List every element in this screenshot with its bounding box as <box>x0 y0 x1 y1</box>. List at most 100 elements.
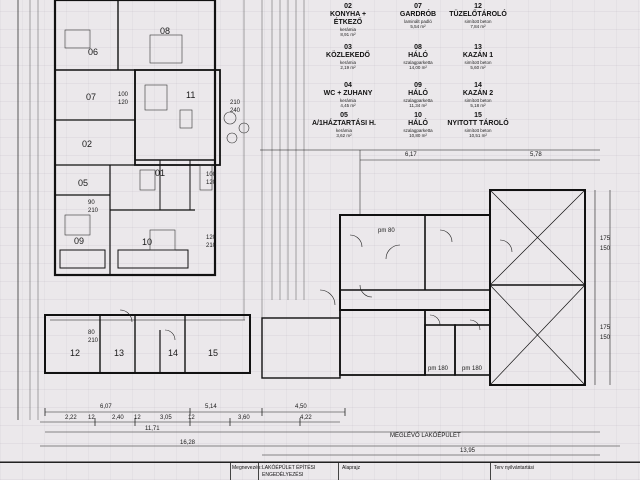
room-number: 05 <box>78 178 89 188</box>
legend-material: szalagparketta <box>403 128 433 133</box>
legend-entry: 04 WC + ZUHANY kerámia 4,45 m² <box>320 82 376 108</box>
legend-material: kerámia <box>339 98 356 103</box>
legend-number: 07 <box>414 3 422 10</box>
dimension-text: 2,22 <box>65 415 77 421</box>
title-block-label: Alaprajz <box>342 465 361 471</box>
room-number: 02 <box>82 139 93 149</box>
legend-name: NYITOTT TÁROLÓ <box>447 120 509 127</box>
legend-area: 2,19 m² <box>340 65 356 70</box>
room-number: 09 <box>74 236 85 246</box>
legend-entry: 10 HÁLÓ szalagparketta 10,80 m² <box>390 112 446 138</box>
legend-entry: 09 HÁLÓ szalagparketta 11,34 m² <box>390 82 446 108</box>
legend-name: HÁLÓ <box>408 52 428 59</box>
dimension-text: 4,50 <box>295 404 307 410</box>
legend-number: 05 <box>340 112 348 119</box>
dimension-text: 6,07 <box>100 404 112 410</box>
legend-number: 02 <box>344 3 352 10</box>
legend-material: simított beton <box>464 19 492 24</box>
title-block-label: Megnevezés: <box>232 465 262 471</box>
legend-number: 08 <box>414 44 422 51</box>
dimension-text: 90 <box>88 200 95 206</box>
dimension-text: 5,78 <box>530 152 542 158</box>
room-number: 15 <box>208 348 219 358</box>
room-number: 14 <box>168 348 179 358</box>
dimension-text: 150 <box>600 335 611 341</box>
dimension-text: 210 <box>88 338 99 344</box>
room-number: 01 <box>155 168 166 178</box>
dimension-text: 13,95 <box>460 448 476 454</box>
room-number: 13 <box>114 348 125 358</box>
legend-material: simított beton <box>464 60 492 65</box>
legend-entry: 03 KÖZLEKEDŐ kerámia 2,19 m² <box>320 44 376 70</box>
legend-area: 5,60 m² <box>470 65 486 70</box>
room-number: 10 <box>142 237 153 247</box>
dimension-text: 3,60 <box>238 415 250 421</box>
dimension-text: 175 <box>600 325 611 331</box>
existing-building-label: MEGLÉVŐ LAKÓÉPÜLET <box>390 433 461 439</box>
legend-area: 5,18 m² <box>470 103 486 108</box>
dimension-text: pm 180 <box>428 366 449 372</box>
legend-number: 10 <box>414 112 422 119</box>
legend-entry: 08 HÁLÓ szalagparketta 14,00 m² <box>390 44 446 70</box>
legend-number: 14 <box>474 82 482 89</box>
legend-number: 09 <box>414 82 422 89</box>
dimension-text: 210 <box>88 208 99 214</box>
legend-name: WC + ZUHANY <box>323 90 373 97</box>
dimension-text: 120 <box>118 100 129 106</box>
dimension-text: 120 <box>206 180 217 186</box>
legend-entry: 02 KONYHA + ÉTKEZŐ kerámia 8,91 m² <box>320 3 376 37</box>
dimension-text: 6,17 <box>405 152 417 158</box>
room-number: 12 <box>70 348 81 358</box>
legend-name: HÁLÓ <box>408 90 428 97</box>
dimension-text: 210 <box>230 100 241 106</box>
dimension-text: 16,28 <box>180 440 196 446</box>
title-block: Megnevezés: LAKÓÉPÜLET ÉPÍTÉSI ENGEDÉLYE… <box>0 462 640 480</box>
legend-name: KÖZLEKEDŐ <box>326 52 370 59</box>
legend-area: 8,91 m² <box>340 32 356 37</box>
dimension-text: 12 <box>134 415 141 421</box>
legend-material: szalagparketta <box>403 60 433 65</box>
legend-area: 14,00 m² <box>409 65 427 70</box>
legend-name: TÜZELŐTÁROLÓ <box>449 11 507 18</box>
legend-material: szalagparketta <box>403 98 433 103</box>
legend-name: HÁLÓ <box>408 120 428 127</box>
legend-area: 4,45 m² <box>340 103 356 108</box>
room-number: 06 <box>88 47 99 57</box>
legend-entry: 05 A/1HÁZTARTÁSI H. kerámia 3,62 m² <box>306 112 382 138</box>
room-number: 08 <box>160 26 171 36</box>
dimension-text: pm 80 <box>378 228 395 234</box>
dimension-text: 210 <box>206 243 217 249</box>
room-number: 11 <box>186 90 196 100</box>
legend-entry: 15 NYITOTT TÁROLÓ simított beton 10,51 m… <box>446 112 510 138</box>
dimension-text: 5,14 <box>205 404 217 410</box>
dimension-text: 240 <box>230 108 241 114</box>
dimension-text: 4,22 <box>300 415 312 421</box>
dimension-text: 12 <box>88 415 95 421</box>
legend-entry: 13 KAZÁN 1 simított beton 5,60 m² <box>446 44 510 70</box>
room-number: 07 <box>86 92 97 102</box>
legend-number: 03 <box>344 44 352 51</box>
title-block-text: ENGEDÉLYEZÉSI <box>262 472 304 478</box>
dimension-text: pm 180 <box>462 366 483 372</box>
legend-material: kerámia <box>335 128 352 133</box>
legend-number: 12 <box>474 3 482 10</box>
legend-name: KAZÁN 1 <box>462 52 494 59</box>
legend-name: A/1HÁZTARTÁSI H. <box>311 120 377 127</box>
dimension-text: 100 <box>118 92 129 98</box>
dimension-text: 100 <box>206 172 217 178</box>
legend-entry: 07 GARDRÓB laminált padló 5,54 m² <box>390 3 446 29</box>
dimension-text: 150 <box>600 246 611 252</box>
dimension-text: 120 <box>206 235 217 241</box>
legend-number: 15 <box>474 112 482 119</box>
legend-area: 10,80 m² <box>409 133 427 138</box>
dimension-text: 12 <box>188 415 195 421</box>
legend-entry: 14 KAZÁN 2 simított beton 5,18 m² <box>446 82 510 108</box>
legend-area: 5,54 m² <box>410 24 426 29</box>
title-block-text: LAKÓÉPÜLET ÉPÍTÉSI <box>262 465 316 471</box>
legend-material: simított beton <box>464 128 492 133</box>
legend-area: 11,34 m² <box>409 103 427 108</box>
title-block-label: Terv nyilvántartási <box>494 465 535 471</box>
legend-name: KAZÁN 2 <box>462 90 494 97</box>
